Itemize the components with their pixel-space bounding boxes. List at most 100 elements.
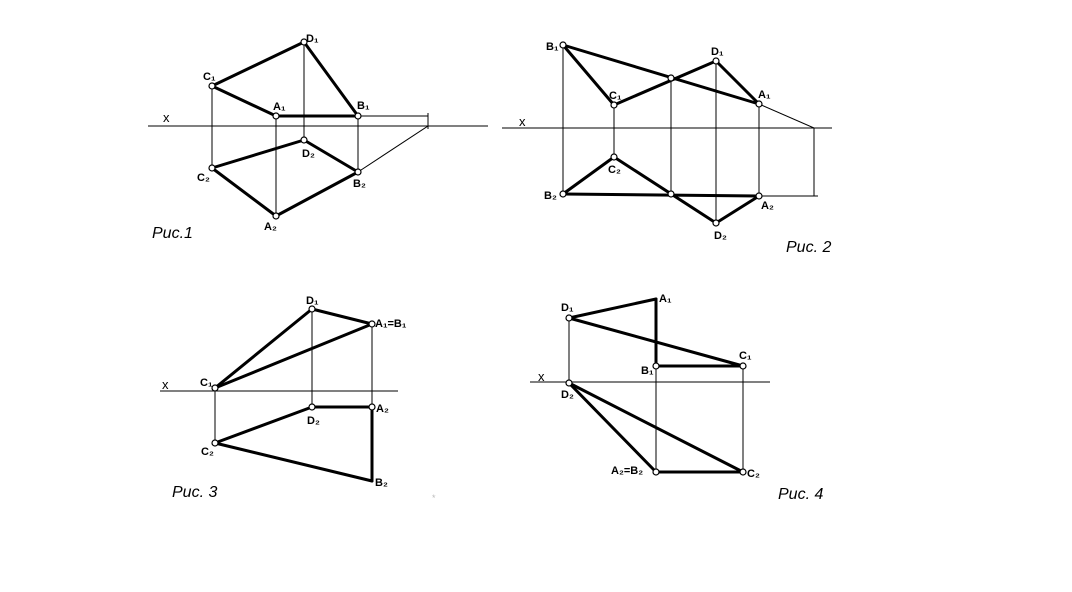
point-a2 <box>272 212 280 220</box>
label-b2: B₂ <box>353 178 366 190</box>
label-c1: C₁ <box>200 377 213 389</box>
label-c1: C₁ <box>609 90 622 102</box>
edge-b1-c1 <box>561 43 616 107</box>
point-d1 <box>300 38 308 46</box>
edge-d2-a2 <box>714 194 761 225</box>
point-a2 <box>368 403 376 411</box>
label-d1: D₁ <box>306 33 319 45</box>
figure-2: x B₁ D₁ C₁ A₁ C₂ <box>502 41 832 256</box>
label-d2: D₂ <box>307 415 320 427</box>
label-ab2: A₂=B₂ <box>611 465 643 477</box>
figure-caption: Рис. 4 <box>778 486 823 503</box>
label-a2: A₂ <box>264 221 277 233</box>
label-c1: C₁ <box>739 350 752 362</box>
edge-a2-c2 <box>210 166 278 218</box>
point-d1 <box>308 305 316 313</box>
edge-c2-d2 <box>612 155 718 225</box>
edge-ab1-c1 <box>213 322 374 390</box>
label-a1: A₁ <box>273 101 286 113</box>
label-b1: B₁ <box>641 365 654 377</box>
point-d2 <box>565 379 573 387</box>
label-c1: C₁ <box>203 71 216 83</box>
figure-1: x D₁ C₁ A₁ B₁ D₂ C₂ B₂ <box>148 33 488 242</box>
point-b1 <box>652 362 660 370</box>
label-a1: A₁ <box>659 293 672 305</box>
point-b1 <box>559 41 567 49</box>
point-c2 <box>208 164 216 172</box>
figure-caption: Рис. 3 <box>172 484 217 501</box>
point-d2 <box>308 403 316 411</box>
point-c1 <box>610 101 618 109</box>
label-b2: B₂ <box>544 190 557 202</box>
point-k1 <box>667 74 675 82</box>
edge-a1-c1 <box>210 84 278 118</box>
edge-b2-a2 <box>561 192 761 198</box>
edge-d1-b1 <box>302 40 360 118</box>
edge-c2-d2 <box>567 381 745 474</box>
label-d1: D₁ <box>561 302 574 314</box>
stray-asterisk-mark: * <box>432 493 436 503</box>
label-c2: C₂ <box>197 172 210 184</box>
label-d2: D₂ <box>714 230 727 242</box>
point-ab1 <box>368 320 376 328</box>
point-d2 <box>300 136 308 144</box>
edge-d2-b2 <box>302 138 360 174</box>
point-a2 <box>755 192 763 200</box>
label-d1: D₁ <box>711 46 724 58</box>
edge-b2-a2 <box>274 170 360 218</box>
point-d2 <box>712 219 720 227</box>
edge-d1-a1 <box>714 59 761 106</box>
edge-b2-c2 <box>213 441 374 483</box>
point-c1 <box>208 82 216 90</box>
edge-d1-a1 <box>567 297 658 320</box>
point-d1 <box>565 314 573 322</box>
edge-c1-d1 <box>213 307 314 390</box>
edge-c1-d1 <box>210 40 306 88</box>
label-c2: C₂ <box>608 164 621 176</box>
label-b1: B₁ <box>546 41 559 53</box>
point-c2 <box>739 468 747 476</box>
figure-3: x D₁ A₁=B₁ C₁ A₂ D₂ C₂ B₂ Рис. 3 <box>160 295 407 501</box>
label-a2: A₂ <box>761 200 774 212</box>
point-b1 <box>354 112 362 120</box>
point-c1 <box>739 362 747 370</box>
edge-c2-d2 <box>210 138 306 170</box>
edge-c1-d1 <box>612 59 718 107</box>
construction-line-diagonal <box>357 125 429 173</box>
label-d1: D₁ <box>306 295 319 307</box>
x-axis-label: x <box>519 114 526 129</box>
figure-4: x A₁ D₁ C₁ B₁ D₂ A₂=B₂ C₂ Рис. 4 <box>530 293 823 503</box>
edge-d1-ab1 <box>310 307 374 326</box>
point-c2 <box>211 439 219 447</box>
figure-caption: Рис. 2 <box>786 239 831 256</box>
x-axis-label: x <box>162 377 169 392</box>
point-a1 <box>272 112 280 120</box>
x-axis-label: x <box>163 110 170 125</box>
edge-c1-d1 <box>567 316 745 368</box>
label-a2: A₂ <box>376 403 389 415</box>
point-ab2 <box>652 468 660 476</box>
edge-c2-d2 <box>213 405 314 445</box>
construction-line-extension <box>758 103 815 129</box>
label-ab1: A₁=B₁ <box>375 318 407 330</box>
x-axis-label: x <box>538 369 545 384</box>
point-c2 <box>610 153 618 161</box>
point-k2 <box>667 190 675 198</box>
label-c2: C₂ <box>201 446 214 458</box>
label-a1: A₁ <box>758 89 771 101</box>
figure-caption: Рис.1 <box>152 225 193 242</box>
label-d2: D₂ <box>302 148 315 160</box>
point-d1 <box>712 57 720 65</box>
label-d2: D₂ <box>561 389 574 401</box>
edge-b1-a1 <box>561 43 761 106</box>
label-b2: B₂ <box>375 477 388 489</box>
point-a1 <box>755 100 763 108</box>
point-b2 <box>559 190 567 198</box>
point-c1 <box>211 384 219 392</box>
edge-d2-ab2 <box>567 381 658 474</box>
label-c2: C₂ <box>747 468 760 480</box>
label-b1: B₁ <box>357 100 370 112</box>
point-b2 <box>354 168 362 176</box>
edge-b2-c2 <box>561 155 616 196</box>
